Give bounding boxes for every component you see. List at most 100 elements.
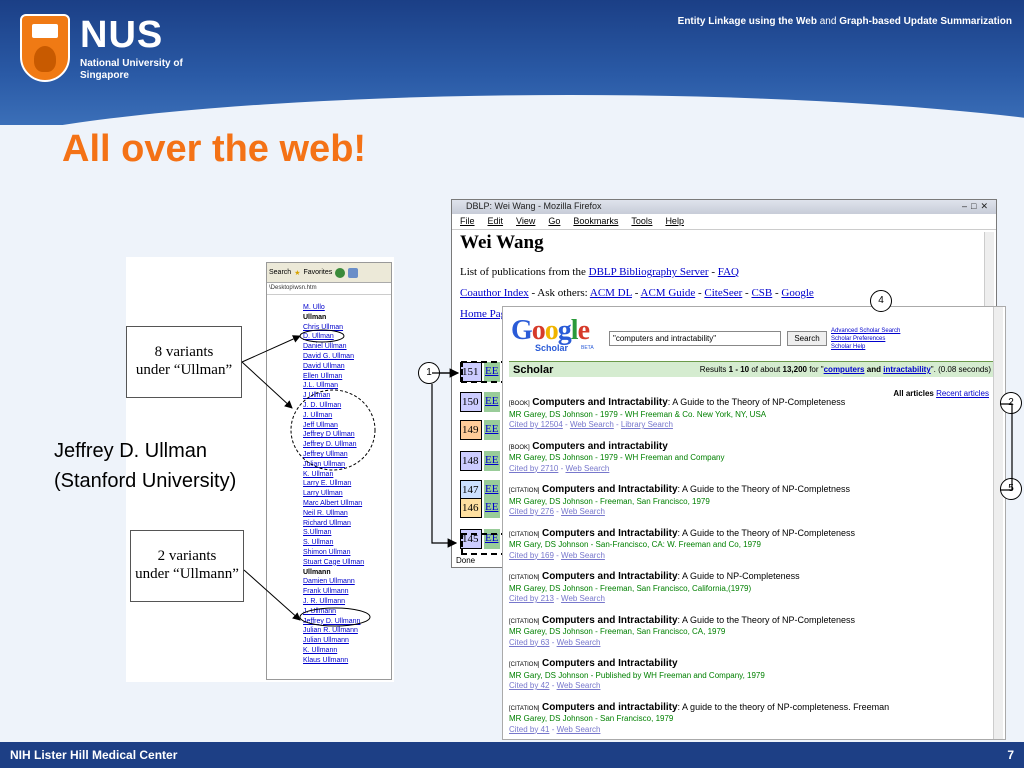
name-variant-link[interactable]: Larry Ullman bbox=[303, 490, 343, 498]
menu-file[interactable]: File bbox=[460, 216, 475, 226]
preferences-link[interactable]: Scholar Preferences bbox=[831, 336, 886, 342]
web-search-link[interactable]: Web Search bbox=[569, 420, 614, 429]
address-bar[interactable]: \Desktop\wsn.htm bbox=[267, 283, 391, 295]
name-variant-link[interactable]: K. Ullmann bbox=[303, 646, 338, 654]
name-variant-link[interactable]: Chris Ullman bbox=[303, 323, 344, 331]
web-search-link[interactable]: Web Search bbox=[561, 507, 605, 516]
name-variant-link[interactable]: J. Ullmann bbox=[303, 607, 337, 615]
name-variant-link[interactable]: Julian Ullmann bbox=[303, 637, 349, 645]
web-search-link[interactable]: Web Search bbox=[556, 637, 601, 647]
advanced-search-link[interactable]: Advanced Scholar Search bbox=[831, 328, 901, 334]
scholar-search-input[interactable]: "computers and intractability" bbox=[609, 331, 781, 346]
name-variant-link[interactable]: Jeff Ullman bbox=[303, 421, 338, 429]
result-title-link[interactable]: Computers and Intractability bbox=[541, 571, 678, 582]
cited-by-link[interactable]: Cited by 41 bbox=[509, 724, 550, 734]
name-variant-link[interactable]: J. D. Ullman bbox=[303, 401, 342, 409]
library-search-link[interactable]: Library Search bbox=[620, 420, 673, 429]
web-search-link[interactable]: Web Search bbox=[561, 594, 605, 603]
electronic-edition-link[interactable]: EE bbox=[484, 392, 500, 412]
window-controls-icon[interactable]: –□✕ bbox=[962, 201, 992, 211]
recent-articles-link[interactable]: Recent articles bbox=[936, 389, 989, 398]
web-search-link[interactable]: Web Search bbox=[556, 724, 601, 734]
result-title-link[interactable]: Computers and Intractability bbox=[532, 397, 668, 408]
ask-link-acm-guide[interactable]: ACM Guide bbox=[640, 287, 696, 299]
ask-link-google[interactable]: Google bbox=[781, 287, 814, 299]
web-search-link[interactable]: Web Search bbox=[556, 681, 601, 690]
web-search-link[interactable]: Web Search bbox=[565, 463, 610, 473]
dblp-faq-link[interactable]: FAQ bbox=[717, 266, 739, 278]
dblp-server-link[interactable]: DBLP Bibliography Server bbox=[588, 266, 709, 278]
name-variant-link[interactable]: Shimon Ullman bbox=[303, 548, 351, 556]
web-search-link[interactable]: Web Search bbox=[561, 550, 605, 560]
help-link[interactable]: Scholar Help bbox=[831, 344, 866, 350]
electronic-edition-link[interactable]: EE bbox=[484, 362, 500, 382]
name-variant-link[interactable]: Daniel Ullman bbox=[303, 343, 347, 351]
result-title-link[interactable]: Computers and Intractability bbox=[541, 658, 678, 669]
cited-by-link[interactable]: Cited by 169 bbox=[509, 550, 554, 560]
name-variant-link[interactable]: Neil R. Ullman bbox=[303, 509, 348, 517]
name-variant-link[interactable]: K. Ullman bbox=[303, 470, 334, 478]
history-icon[interactable] bbox=[335, 267, 346, 278]
star-icon[interactable]: ★ bbox=[294, 269, 301, 277]
name-variant-link[interactable]: Frank Ullmann bbox=[303, 588, 349, 596]
name-variant-link[interactable]: Klaus Ullmann bbox=[303, 656, 349, 664]
toolbar-favorites[interactable]: Favorites bbox=[303, 269, 333, 276]
menu-view[interactable]: View bbox=[516, 216, 536, 226]
result-title-link[interactable]: Computers and intractability bbox=[532, 440, 668, 452]
name-variant-link[interactable]: David Ullman bbox=[303, 362, 345, 370]
dblp-heading: Wei Wang bbox=[460, 232, 544, 253]
result-title-link[interactable]: Computers and Intractability bbox=[541, 484, 678, 495]
name-variant-link[interactable]: Ellen Ullman bbox=[303, 372, 343, 380]
name-variant-link[interactable]: J. R. Ullmann bbox=[303, 597, 346, 605]
name-variant-link[interactable]: David G. Ullman bbox=[303, 352, 354, 360]
name-variant-link[interactable]: Damien Ullmann bbox=[303, 578, 355, 586]
publication-number: 146 bbox=[460, 498, 482, 518]
menu-tools[interactable]: Tools bbox=[631, 216, 653, 226]
electronic-edition-link[interactable]: EE bbox=[484, 498, 500, 518]
name-variant-link[interactable]: Marc Albert Ullman bbox=[303, 499, 363, 507]
name-variant-link[interactable]: J.L. Ullman bbox=[303, 382, 339, 390]
name-variant-link[interactable]: Richard Ullman bbox=[303, 519, 351, 527]
result-title-link[interactable]: Computers and Intractability bbox=[541, 527, 678, 539]
name-variant-link[interactable]: Jeffrey Ullman bbox=[303, 450, 348, 458]
name-variant-link[interactable]: Jeffrey D Ullman bbox=[303, 431, 355, 439]
ask-link-acm-dl[interactable]: ACM DL bbox=[589, 287, 632, 299]
name-variant-link[interactable]: S.Ullman bbox=[303, 529, 332, 537]
coauthor-index-link[interactable]: Coauthor Index bbox=[460, 287, 529, 299]
electronic-edition-link[interactable]: EE bbox=[484, 480, 500, 500]
result-title-link[interactable]: Computers and intractability bbox=[541, 701, 678, 713]
name-variant-link[interactable]: S. Ullman bbox=[303, 539, 334, 547]
scholar-scrollbar[interactable] bbox=[993, 307, 1003, 739]
name-variant-link[interactable]: Larry E. Ullman bbox=[303, 480, 352, 488]
name-variant-link[interactable]: Julian Ullman bbox=[303, 460, 346, 468]
cited-by-link[interactable]: Cited by 63 bbox=[509, 637, 550, 647]
ask-link-citeseer[interactable]: CiteSeer bbox=[704, 287, 743, 299]
name-variant-link[interactable]: J Ullman bbox=[303, 392, 331, 400]
res-query-intractability[interactable]: intractability bbox=[883, 365, 931, 374]
scholar-search-button[interactable]: Search bbox=[787, 331, 827, 346]
name-variant-link[interactable]: Jeffrey D. Ullman bbox=[303, 441, 357, 449]
electronic-edition-link[interactable]: EE bbox=[484, 420, 500, 440]
result-title-link[interactable]: Computers and Intractability bbox=[541, 614, 678, 626]
name-variant-link[interactable]: M. Ullo bbox=[303, 304, 325, 311]
menu-help[interactable]: Help bbox=[665, 216, 684, 226]
cited-by-link[interactable]: Cited by 213 bbox=[509, 594, 554, 603]
name-variant-link[interactable]: D. Ullman bbox=[303, 333, 334, 341]
name-variant-link[interactable]: Jeffrey D. Ullmann bbox=[303, 617, 361, 625]
electronic-edition-link[interactable]: EE bbox=[484, 451, 500, 471]
name-variant-link[interactable]: Stuart Cage Ullman bbox=[303, 558, 365, 566]
mail-icon[interactable] bbox=[348, 267, 359, 278]
name-variant-link[interactable]: J. Ullman bbox=[303, 411, 333, 419]
toolbar-search[interactable]: Search bbox=[269, 269, 292, 276]
name-variant-link[interactable]: Julian R. Ullmann bbox=[303, 627, 358, 635]
menu-edit[interactable]: Edit bbox=[487, 216, 504, 226]
cited-by-link[interactable]: Cited by 2710 bbox=[509, 463, 559, 473]
cited-by-link[interactable]: Cited by 42 bbox=[509, 681, 550, 690]
cited-by-link[interactable]: Cited by 12504 bbox=[509, 420, 563, 429]
home-page-link[interactable]: Home Pag bbox=[460, 308, 507, 320]
menu-bookmarks[interactable]: Bookmarks bbox=[573, 216, 619, 226]
cited-by-link[interactable]: Cited by 276 bbox=[509, 507, 554, 516]
res-query-computers[interactable]: computers bbox=[823, 365, 865, 374]
menu-go[interactable]: Go bbox=[548, 216, 561, 226]
ask-link-csb[interactable]: CSB bbox=[751, 287, 773, 299]
